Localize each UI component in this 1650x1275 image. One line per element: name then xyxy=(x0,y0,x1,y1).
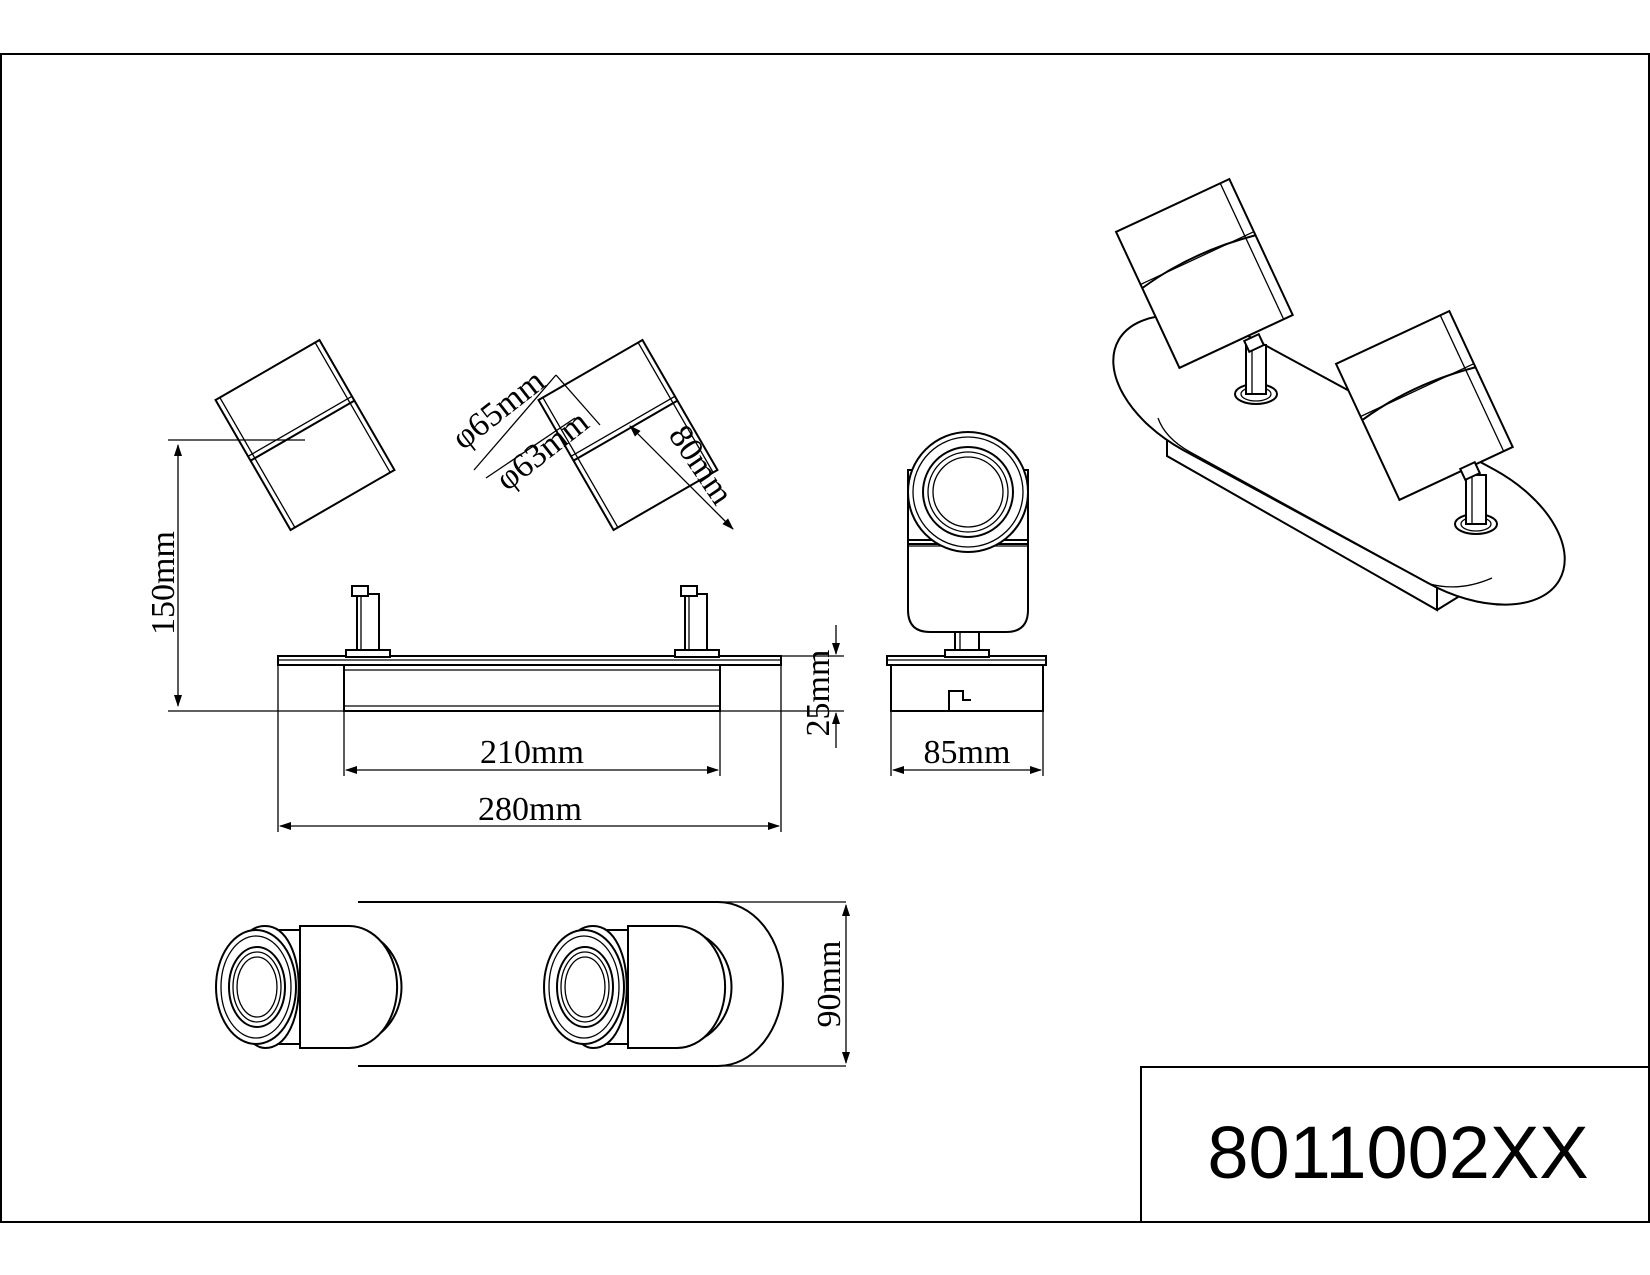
top-right-spot xyxy=(543,924,733,1050)
sheet-border xyxy=(0,53,1650,1223)
height-dimension: 150mm xyxy=(145,444,182,707)
inner-width-label: 210mm xyxy=(480,734,584,771)
part-number: 8011002XX xyxy=(1207,1111,1588,1194)
top-depth-label: 90mm xyxy=(811,941,848,1028)
total-width-dimension: 280mm xyxy=(279,791,780,830)
depth-label: 85mm xyxy=(924,734,1011,771)
top-view xyxy=(215,901,846,1067)
right-spotlight xyxy=(537,338,720,658)
top-depth-dimension: 90mm xyxy=(811,904,850,1064)
title-block: 8011002XX xyxy=(1140,1066,1650,1223)
height-label: 150mm xyxy=(145,531,182,635)
depth-dimension: 85mm xyxy=(892,734,1042,774)
base-height-dimension: 25mm xyxy=(800,625,840,748)
left-spotlight xyxy=(214,338,396,658)
total-width-label: 280mm xyxy=(478,791,582,828)
top-left-spot xyxy=(215,924,403,1050)
isometric-view xyxy=(1112,177,1566,612)
base-height-label: 25mm xyxy=(800,650,837,737)
side-view xyxy=(886,431,1047,776)
inner-width-dimension: 210mm xyxy=(345,734,719,774)
